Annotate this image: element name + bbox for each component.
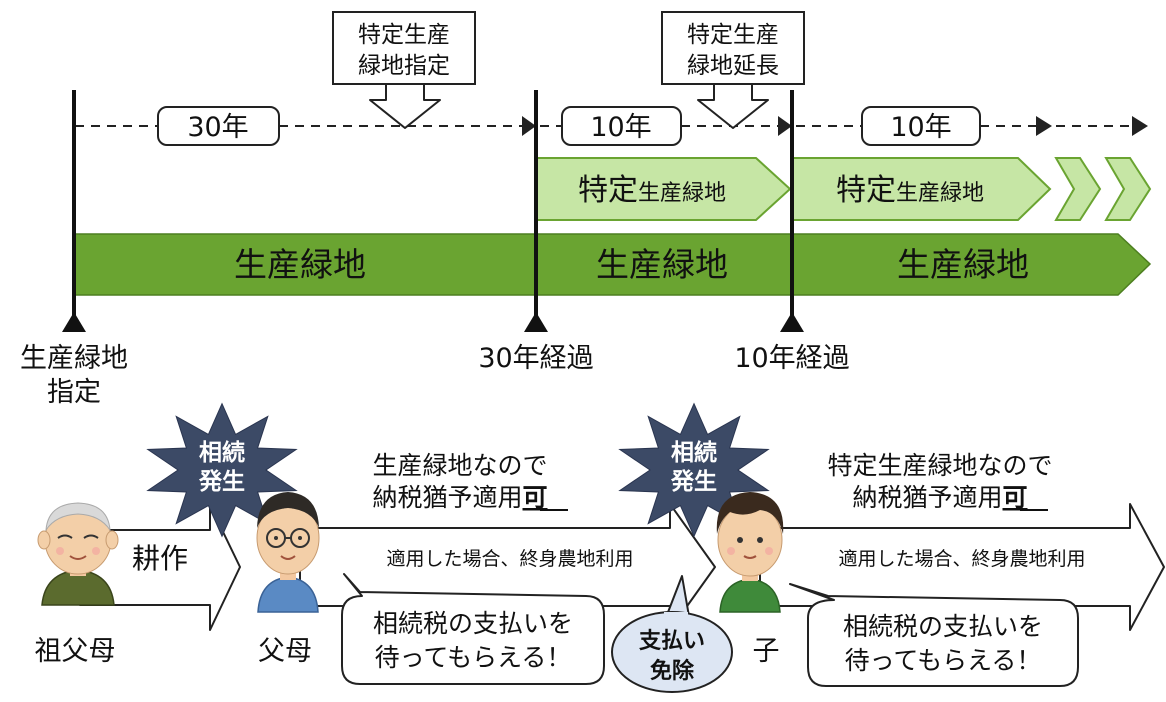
burst-text: 相続: [671, 439, 717, 466]
milestone-triangle: [524, 312, 548, 332]
milestone-label: 指定: [47, 377, 101, 408]
callout-text: 特定生産: [687, 22, 779, 48]
callout-text: 緑地指定: [358, 53, 450, 79]
child-avatar: [716, 492, 784, 613]
parent-avatar: [256, 492, 320, 613]
callout-designation: 特定生産 緑地指定: [332, 11, 476, 129]
period-label-10y-first: 10年: [561, 106, 682, 146]
callout-text: 緑地延長: [687, 53, 779, 79]
green-bar-label: 生産緑地: [897, 245, 1029, 284]
farming-label: 耕作: [132, 542, 188, 575]
timeline-dashed-line: [75, 116, 1148, 136]
milestone-label: 生産緑地: [20, 343, 128, 374]
exemption-text: 免除: [650, 658, 695, 684]
period-label-text: 10年: [890, 112, 951, 143]
period-label-30y: 30年: [157, 106, 280, 146]
exemption-text: 支払い: [639, 629, 705, 654]
milestone-label: 30年経過: [478, 343, 593, 374]
label-parents: 父母: [258, 636, 312, 667]
specific-bar-label: 特定生産緑地: [836, 173, 984, 208]
callout-down-arrow: [369, 83, 441, 129]
callout-extension: 特定生産 緑地延長: [661, 11, 805, 129]
arrow2-title: 特定生産緑地なので: [827, 451, 1052, 480]
specific-bar-continuation: [1054, 157, 1102, 221]
milestone-label: 10年経過: [734, 343, 849, 374]
period-label-text: 30年: [187, 112, 248, 143]
bubble-text: 相続税の支払いを: [373, 609, 573, 638]
period-label-text: 10年: [590, 112, 651, 143]
arrow2-inner-text: 適用した場合、終身農地利用: [838, 548, 1085, 570]
green-bar-label: 生産緑地: [596, 245, 728, 284]
specific-bar-label: 特定生産緑地: [578, 173, 726, 208]
milestone-triangle: [780, 312, 804, 332]
bubble-parents: 相続税の支払いを 待ってもらえる！: [341, 573, 605, 685]
arrow1-title: 生産緑地なので: [372, 451, 547, 480]
bubble-text: 相続税の支払いを: [843, 612, 1043, 641]
specific-green-bars: 特定生産緑地 特定生産緑地: [535, 157, 1152, 221]
label-child: 子: [753, 636, 780, 667]
green-bar-label: 生産緑地: [234, 245, 366, 284]
grandparent-avatar: [37, 502, 119, 606]
production-green-bar: 生産緑地 生産緑地 生産緑地: [73, 233, 1152, 296]
label-grandparents: 祖父母: [35, 636, 116, 667]
timeline-arrowhead: [1036, 116, 1052, 136]
arrow1-inner-text: 適用した場合、終身農地利用: [386, 548, 633, 570]
timeline-arrowhead: [522, 116, 536, 136]
arrow1-subtitle: 納税猶予適用可: [372, 483, 547, 512]
bubble-child: 相続税の支払いを 待ってもらえる！: [789, 583, 1079, 687]
exemption-bubble: 支払い 免除: [611, 575, 733, 693]
bubble-text: 待ってもらえる！: [375, 643, 572, 672]
burst-text: 発生: [198, 469, 245, 495]
milestone-triangle: [62, 312, 86, 332]
callout-text: 特定生産: [358, 22, 450, 48]
inheritance-burst-1: 相続 発生: [146, 402, 298, 538]
specific-bar-continuation: [1104, 157, 1152, 221]
callout-down-arrow: [697, 83, 769, 129]
milestone-markers: [62, 90, 804, 332]
period-label-10y-second: 10年: [861, 106, 981, 146]
burst-text: 発生: [670, 469, 717, 495]
timeline-arrowhead: [1132, 116, 1148, 136]
burst-text: 相続: [199, 439, 245, 466]
arrow2-subtitle: 納税猶予適用可: [852, 483, 1027, 512]
timeline-arrowhead: [778, 116, 792, 136]
bubble-text: 待ってもらえる！: [845, 646, 1042, 675]
